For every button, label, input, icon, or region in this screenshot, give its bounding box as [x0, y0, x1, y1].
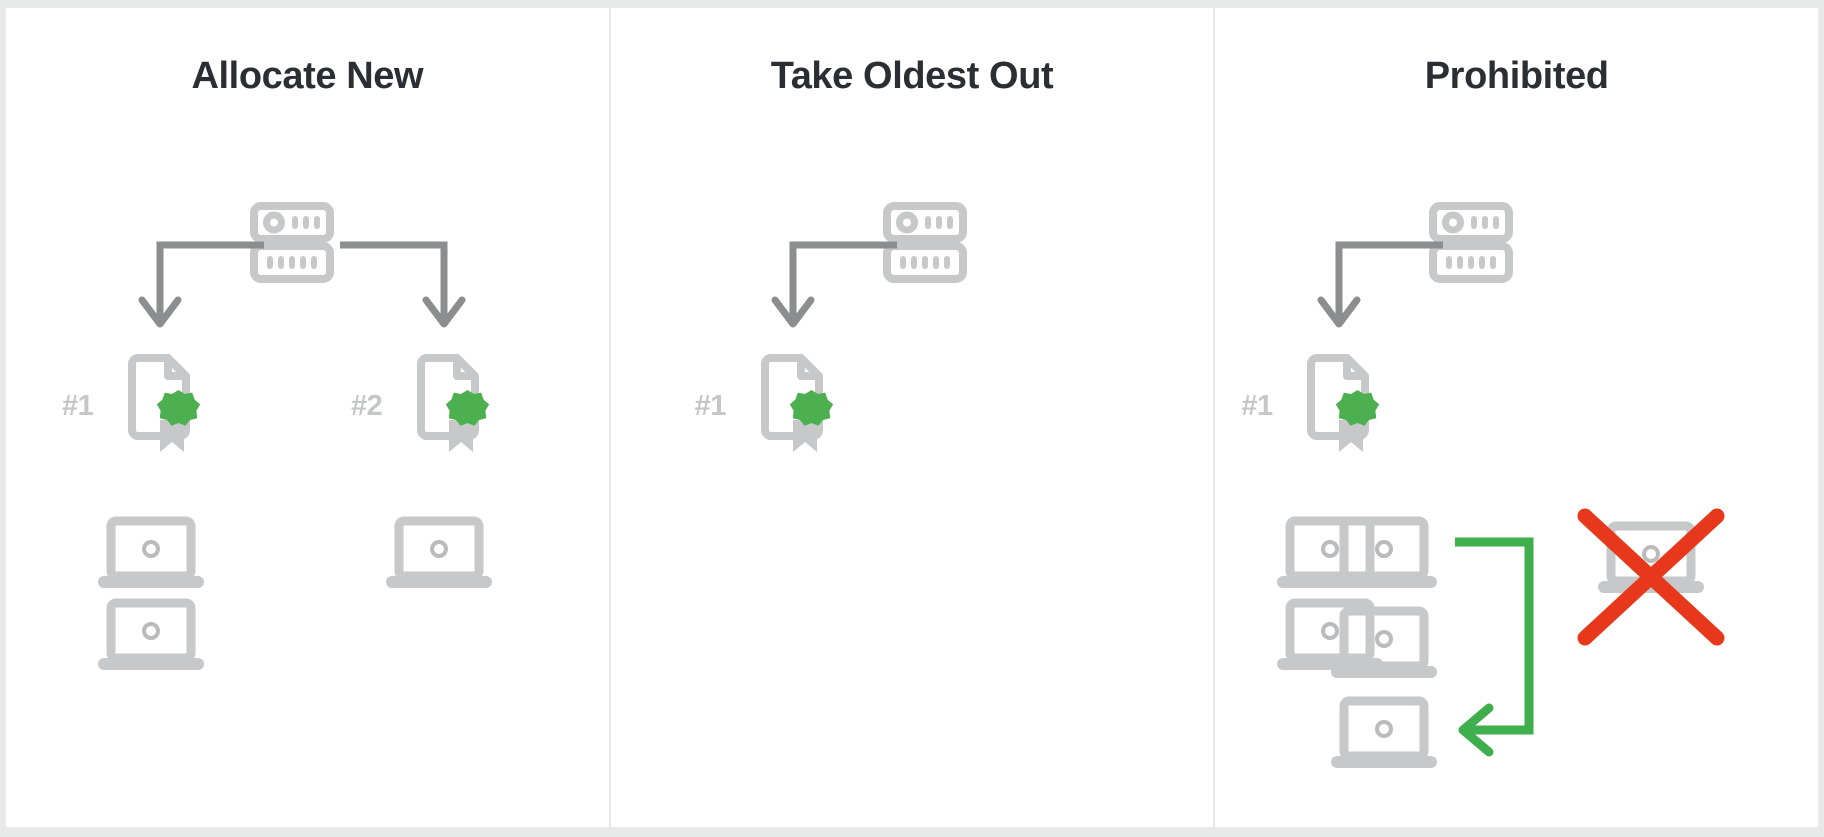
- certificate-label-1: #1: [694, 390, 727, 422]
- panel-prohibited: Prohibited: [1213, 8, 1818, 827]
- panel-title-take-oldest-out: Take Oldest Out: [770, 55, 1054, 97]
- panel-prohibited-stage: #1: [1215, 8, 1818, 827]
- laptop-icon: [1329, 696, 1439, 776]
- laptop-icon: [96, 598, 206, 678]
- arrow-down-right-icon: [336, 238, 466, 338]
- panel-container: Allocate New: [6, 8, 1818, 827]
- panel-title-allocate-new: Allocate New: [191, 55, 424, 97]
- laptop-icon: [1275, 516, 1385, 596]
- arrow-down-left-icon: [771, 238, 901, 338]
- panel-title-prohibited: Prohibited: [1424, 55, 1609, 97]
- certificate-label-1: #1: [62, 390, 94, 422]
- server-icon: [881, 198, 969, 286]
- certificate-icon: [757, 354, 835, 456]
- arrow-down-left-icon: [138, 238, 268, 338]
- certificate-icon: [124, 354, 202, 456]
- panel-take-oldest-out-stage: #1: [611, 8, 1534, 827]
- server-icon: [1427, 198, 1515, 286]
- certificate-label-2: #2: [351, 390, 383, 422]
- certificate-icon: [413, 354, 491, 456]
- laptop-icon: [1275, 598, 1385, 678]
- panel-allocate-new: Allocate New: [6, 8, 609, 827]
- panel-allocate-new-stage: #1 #2: [6, 8, 609, 827]
- loop-arrow-left-icon: [1447, 528, 1577, 757]
- certificate-label-1: #1: [1241, 390, 1273, 422]
- laptop-icon: [96, 516, 206, 596]
- red-x-icon: [1577, 508, 1725, 646]
- laptop-icon: [384, 516, 494, 596]
- arrow-down-left-icon: [1317, 238, 1447, 338]
- prohibited-laptop-group: [1573, 508, 1733, 660]
- server-icon: [248, 198, 336, 286]
- certificate-icon: [1303, 354, 1381, 456]
- panel-take-oldest-out: Take Oldest Out: [608, 8, 1534, 827]
